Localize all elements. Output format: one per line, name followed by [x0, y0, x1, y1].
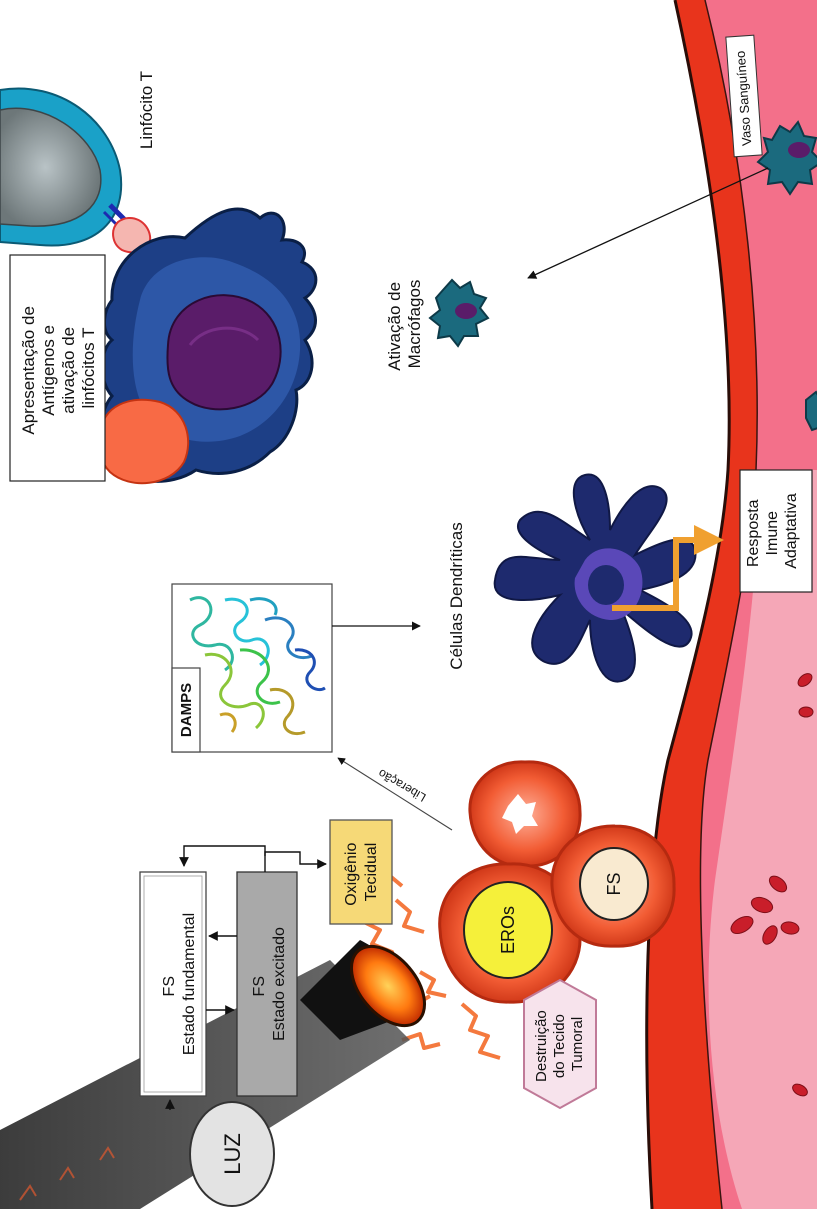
dendritic-nucleus [588, 565, 624, 605]
apresentacao-line-1: Apresentação de [19, 306, 38, 435]
to-oxygen-arrow [265, 852, 326, 864]
celulas-dendriticas-label: Células Dendríticas [447, 522, 466, 669]
dendritic-cell [495, 475, 696, 682]
oxigenio-line-1: Oxigênio [343, 843, 360, 906]
macrophage-activated [430, 280, 488, 346]
apc-phagosome [99, 400, 188, 483]
ativacao-line-2: Macrófagos [405, 280, 424, 369]
apresentacao-line-3: ativação de [59, 327, 78, 414]
svg-text:Destruição do Tecido: Destruição do Tecido Tumoral [533, 1006, 586, 1082]
ativacao-line-1: Ativação de [385, 282, 404, 371]
oxigenio-line-2: Tecidual [363, 843, 380, 902]
apresentacao-line-4: linfócitos T [79, 328, 98, 409]
energy-transfer-arrow [184, 846, 265, 872]
eros-label: EROs [498, 906, 518, 954]
light-source: LUZ [0, 933, 439, 1209]
fs-fundamental-line-1: FS [161, 976, 178, 996]
fs-excited-state-box: FS Estado excitado [237, 872, 297, 1096]
damps-label: DAMPS [178, 683, 195, 737]
antigen-presentation-box: Apresentação de Antígenos e ativação de … [10, 255, 105, 481]
svg-text:Ativação de Macrófagos: Ativação de Macrófagos [385, 277, 424, 371]
luz-label: LUZ [220, 1133, 245, 1175]
resposta-line-2: Imune [764, 511, 781, 556]
t-lymphocyte [0, 88, 150, 252]
luz-circle: LUZ [190, 1102, 274, 1206]
fs-ground-state-box: FS Estado fundamental [140, 872, 206, 1096]
oxygen-box: Oxigênio Tecidual [330, 820, 392, 924]
tumor-destruction-hexagon: Destruição do Tecido Tumoral [524, 980, 596, 1108]
fs-excitado-line-2: Estado excitado [271, 927, 288, 1041]
apc-nucleus [167, 295, 280, 409]
resposta-line-1: Resposta [745, 499, 762, 567]
destruicao-line-2: do Tecido [551, 1014, 568, 1078]
fs-fundamental-line-2: Estado fundamental [181, 913, 198, 1055]
fs-excitado-line-1: FS [251, 976, 268, 996]
linfocito-t-label: Linfócito T [137, 71, 156, 149]
fs-label: FS [604, 872, 624, 895]
destruicao-line-1: Destruição [533, 1010, 550, 1082]
apresentacao-line-2: Antígenos e [39, 325, 58, 416]
destruicao-line-3: Tumoral [569, 1017, 586, 1071]
tumor-cell-fs: FS [552, 826, 674, 946]
adaptive-response-box: Resposta Imune Adaptativa [740, 470, 812, 592]
damps-box: DAMPS [172, 584, 332, 752]
liberacao-arrow [338, 758, 452, 830]
resposta-line-3: Adaptativa [783, 493, 800, 569]
